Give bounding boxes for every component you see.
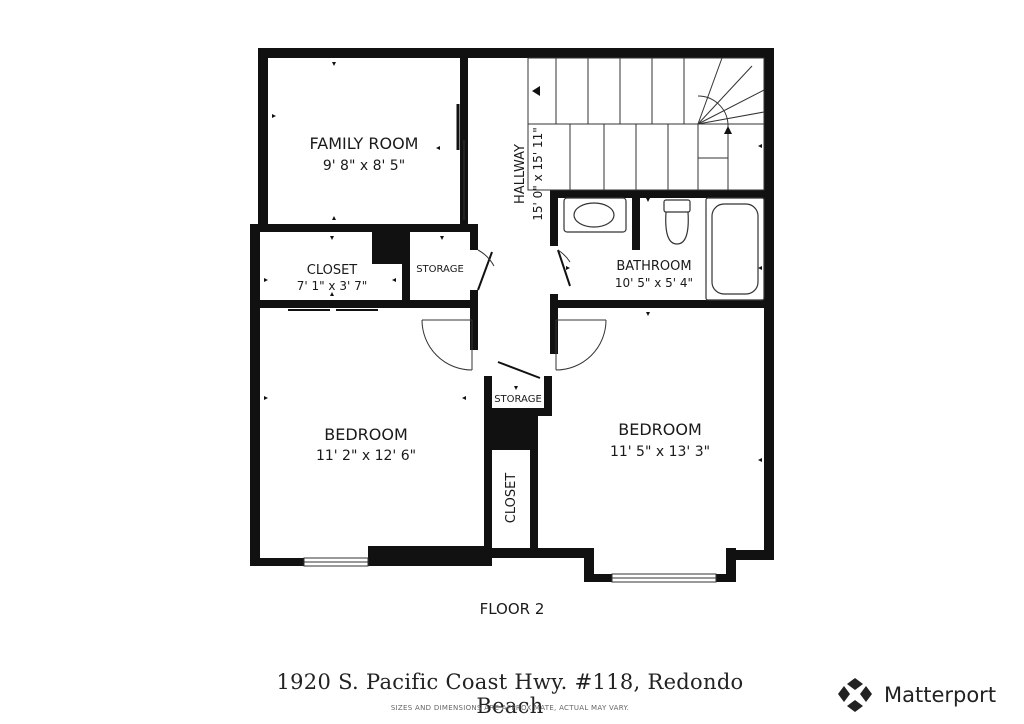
bathroom-fixtures [563, 197, 765, 301]
wall-markers [264, 62, 762, 462]
closet-bottom-name: CLOSET [504, 473, 519, 524]
doors [288, 104, 607, 546]
storage-mid-name: STORAGE [494, 394, 542, 405]
hallway-name: HALLWAY [513, 144, 528, 204]
bathroom-dims: 10' 5" x 5' 4" [615, 276, 693, 290]
bathroom-name: BATHROOM [616, 259, 691, 274]
disclaimer-text: SIZES AND DIMENSIONS ARE APPROXIMATE, AC… [390, 704, 630, 712]
closet-top-name: CLOSET [307, 263, 358, 278]
brand-name: Matterport [884, 683, 997, 707]
brand-block: Matterport [836, 676, 1016, 716]
bedroom-right-name: BEDROOM [618, 420, 702, 439]
windows [303, 557, 717, 583]
hallway-dims: 15' 0" x 15' 11" [531, 127, 545, 220]
property-address: 1920 S. Pacific Coast Hwy. #118, Redondo… [276, 670, 744, 718]
bedroom-right-dims: 11' 5" x 13' 3" [610, 444, 710, 460]
family-room-dims: 9' 8" x 8' 5" [323, 158, 405, 174]
storage-top-name: STORAGE [416, 264, 464, 275]
bedroom-left-name: BEDROOM [324, 425, 408, 444]
closet-top-dims: 7' 1" x 3' 7" [297, 279, 368, 293]
interior-walls [258, 58, 774, 556]
family-room-name: FAMILY ROOM [310, 134, 419, 153]
stairs [527, 57, 765, 191]
stair-arrow-icon [724, 126, 732, 134]
stair-arrow-left-icon [532, 86, 540, 96]
matterport-logo-icon [838, 678, 872, 712]
floor-label: FLOOR 2 [479, 600, 545, 618]
bedroom-left-dims: 11' 2" x 12' 6" [316, 448, 416, 464]
